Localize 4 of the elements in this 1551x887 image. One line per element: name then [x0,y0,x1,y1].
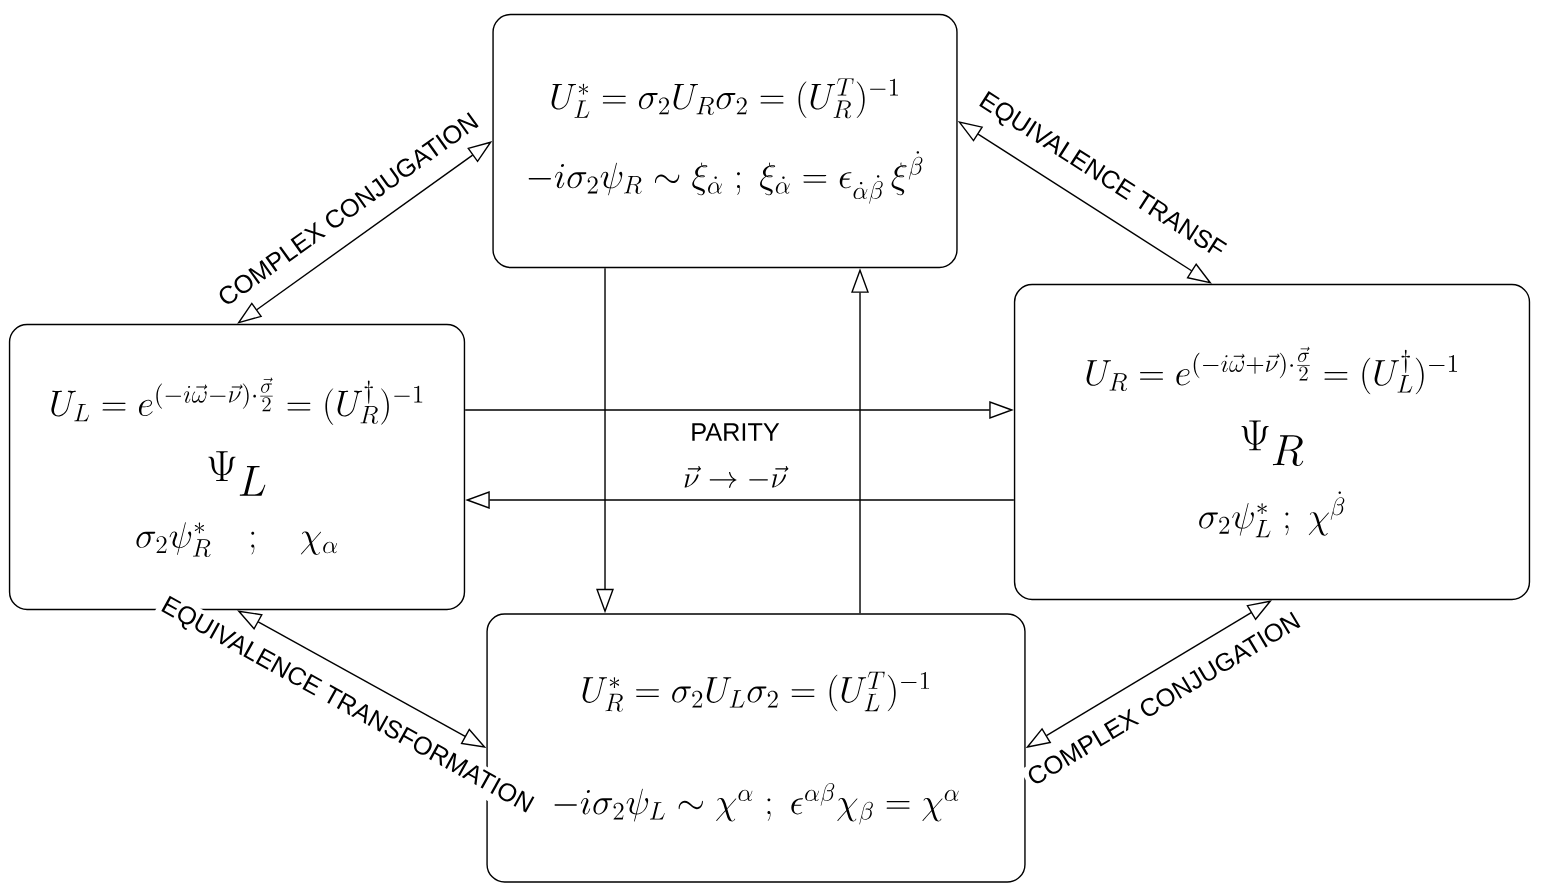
edge-label: PARITY [686,419,784,445]
formula-box: $U_L^{*} = \sigma_2 U_R \sigma_2 = (U_R^{T})^{-1}$ $-i\sigma_2 \psi_R \sim \xi_{\dot\alpha}\;;\; \xi_{\dot\alpha} = \epsilon_{\dot\alpha\dot\beta}\,\xi^{\dot\beta}$ [492,13,958,269]
formula-box: $U_R = e^{(-i\vec\omega + \vec\nu)\cdot\frac{\vec\sigma}{2}} = (U_L^{\dagger})^{-1}$ $\Psi_R$ $\sigma_2 \psi_L^{*} \;;\; \chi^{\dot\beta}$ [1013,283,1531,601]
formula-label: $\vec\nu \to -\vec\nu$ [679,462,791,494]
